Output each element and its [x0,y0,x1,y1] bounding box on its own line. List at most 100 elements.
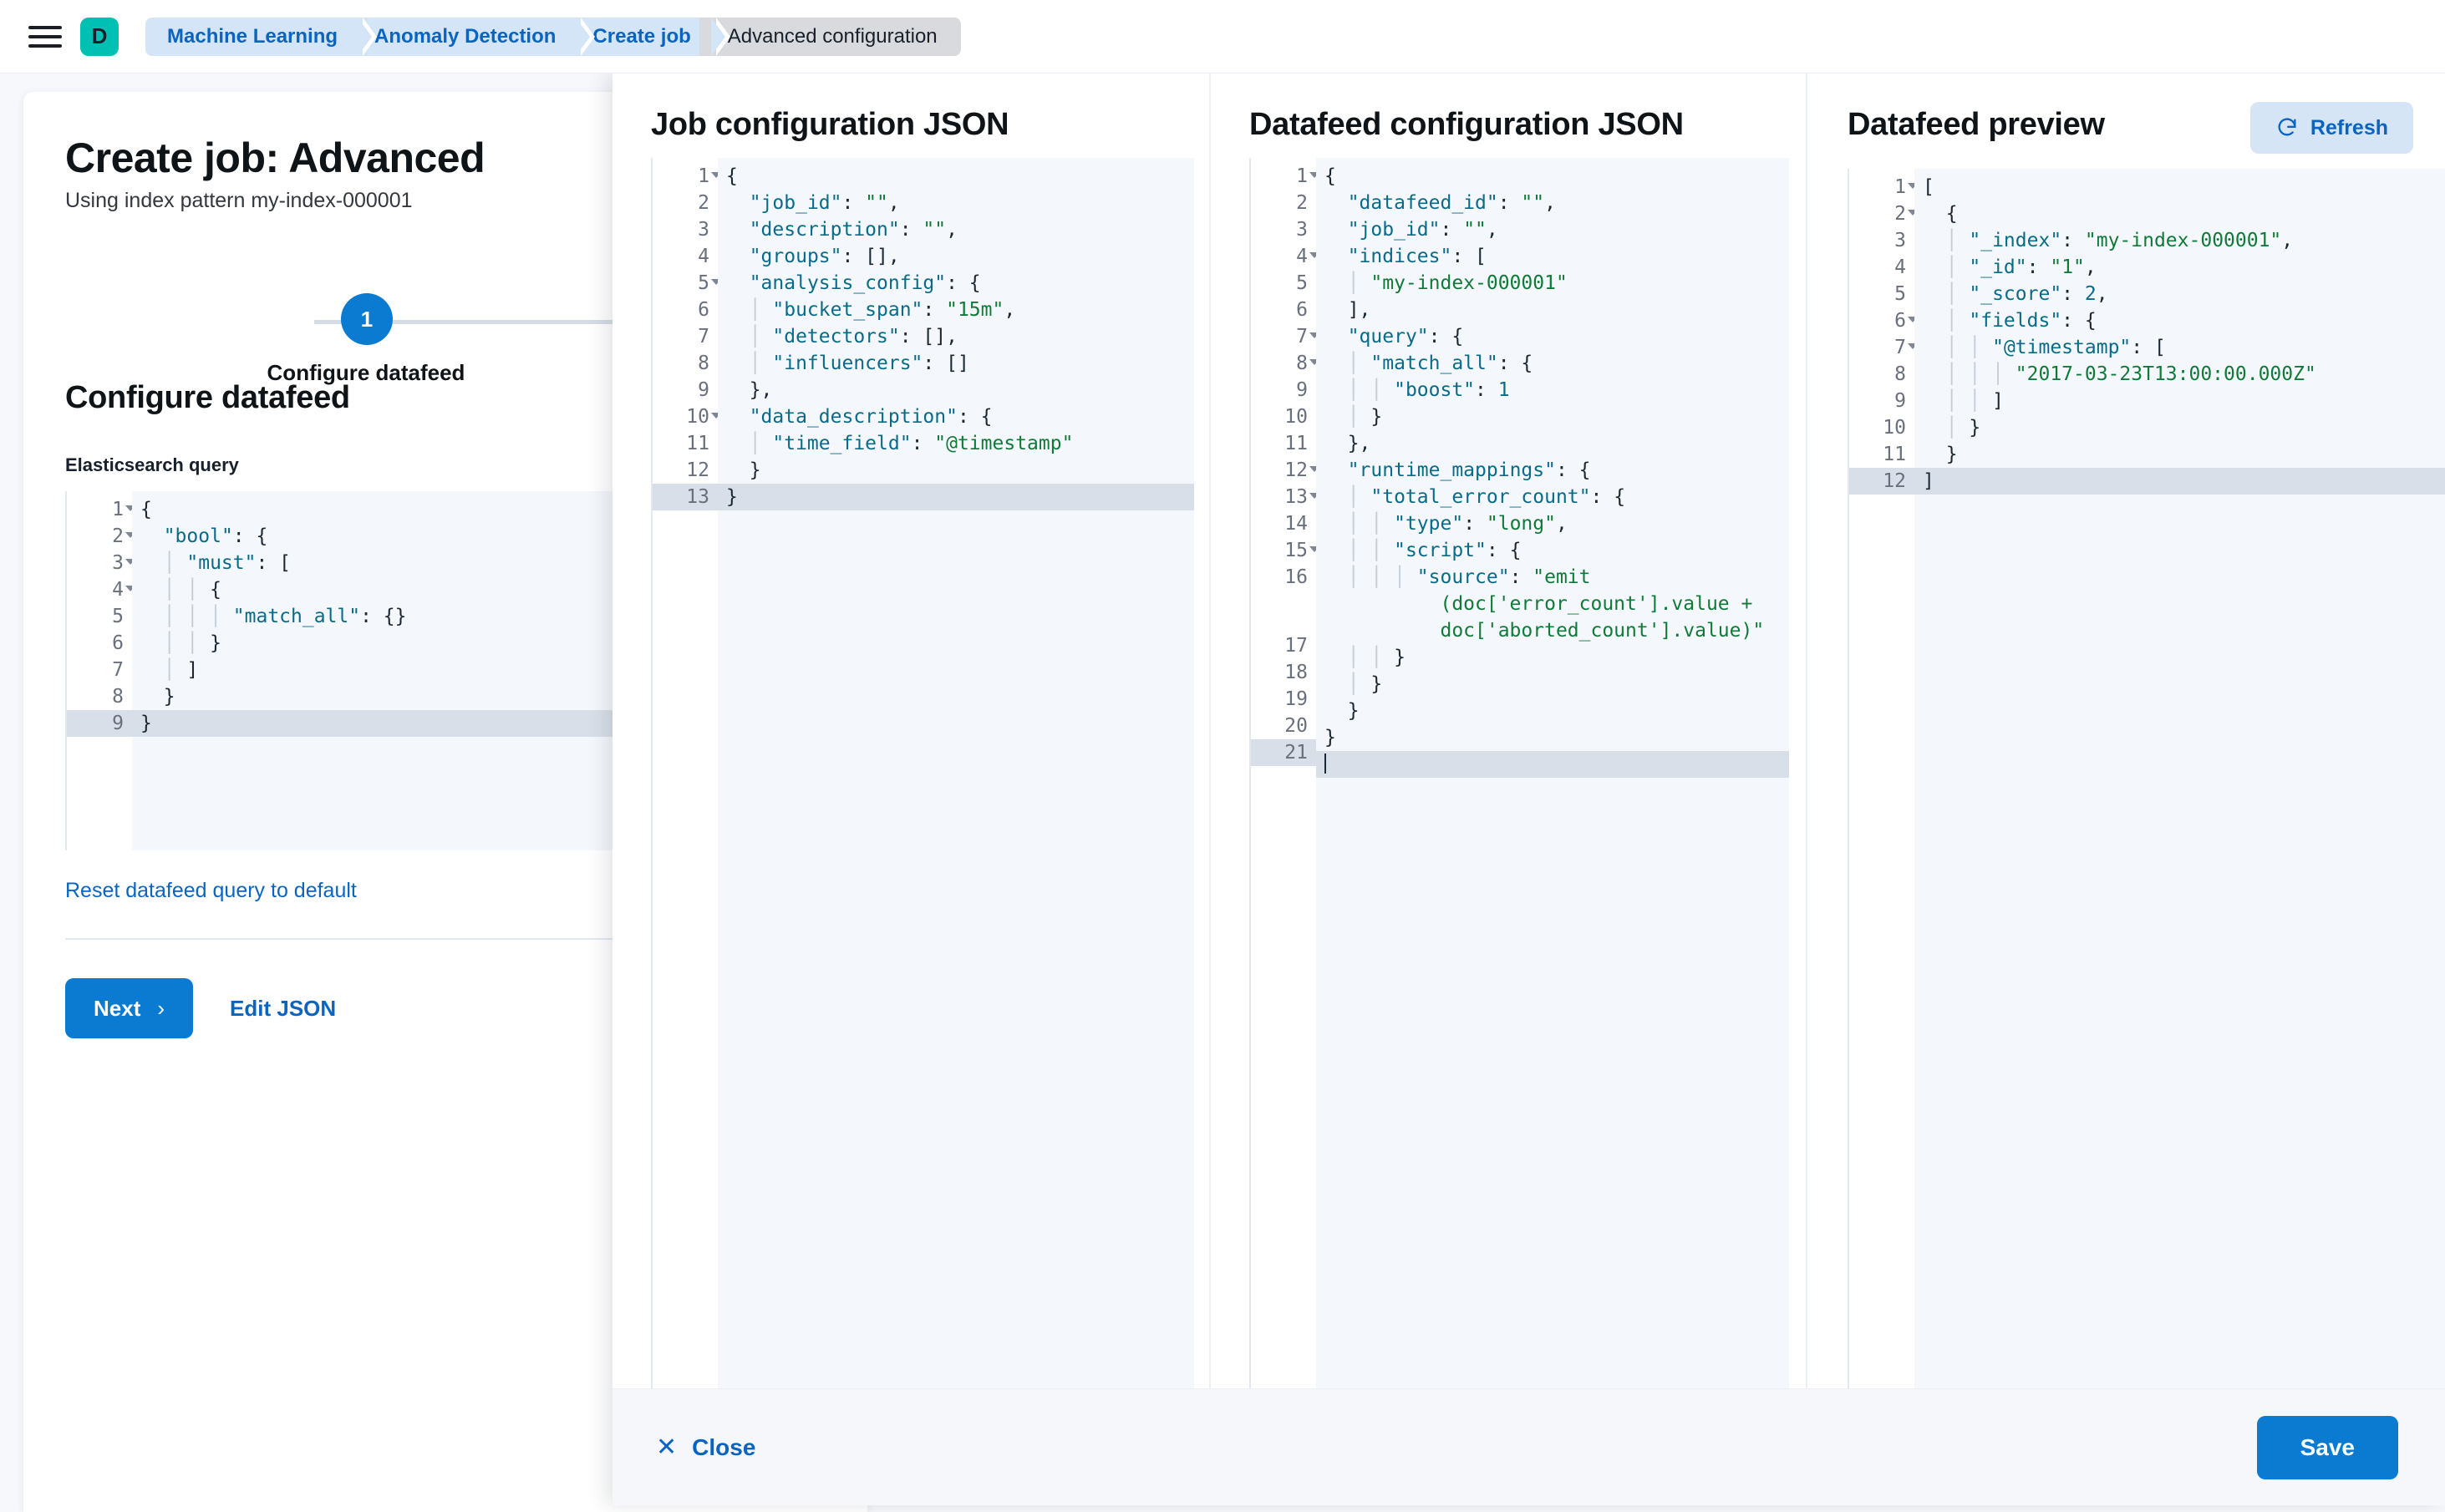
close-icon: ✕ [656,1433,678,1461]
code-line[interactable]: "indices": [ [1347,246,1487,267]
code-line[interactable]: [ [1923,176,1934,198]
chevron-down-icon[interactable] [1908,317,1918,322]
code-line[interactable]: │ │ │ "source": "emit (doc['error_count'… [1324,566,1765,642]
code-line[interactable]: │ "detectors": [], [726,326,958,348]
code-line[interactable]: │ │ } [1324,647,1405,668]
chevron-down-icon[interactable] [1908,343,1918,349]
code-line[interactable]: │ "influencers": [] [726,353,969,374]
editor-content[interactable]: { "bool": { │ "must": [ │ │ { │ │ │ "mat… [132,491,667,850]
code-line[interactable]: } [718,484,1194,510]
code-line[interactable]: "datafeed_id": "", [1347,192,1556,214]
reset-datafeed-query-link[interactable]: Reset datafeed query to default [65,879,357,902]
chevron-down-icon[interactable] [1908,210,1918,216]
chevron-down-icon[interactable] [125,559,135,565]
code-line[interactable]: } [726,459,761,481]
line-number: 12 [686,459,709,481]
code-line[interactable]: }, [1324,433,1371,454]
chevron-down-icon[interactable] [1309,493,1319,499]
editor-content[interactable]: { "datafeed_id": "", "job_id": "", "indi… [1316,158,1789,1388]
chevron-down-icon[interactable] [1309,252,1319,258]
code-line[interactable]: │ "fields": { [1923,310,2097,332]
line-number: 9 [1296,379,1308,401]
code-line[interactable]: { [1923,203,1958,225]
refresh-button[interactable]: Refresh [2249,102,2413,154]
code-line[interactable]: "query": { [1347,326,1464,348]
code-line[interactable]: │ │ "boost": 1 [1324,379,1510,401]
code-line[interactable]: │ ] [140,659,199,681]
code-line[interactable]: "groups": [], [749,246,900,267]
hamburger-icon[interactable] [28,20,62,53]
code-line[interactable]: │ │ │ "2017-03-23T13:00:00.000Z" [1923,363,2316,385]
chevron-down-icon[interactable] [1908,183,1918,189]
code-line[interactable]: } [1923,444,1958,465]
code-line[interactable]: │ │ ] [1923,390,2004,412]
code-line[interactable]: "bool": { [163,525,268,547]
chevron-down-icon[interactable] [1309,359,1319,365]
editor-content[interactable]: { "job_id": "", "description": "", "grou… [718,158,1194,1388]
chevron-down-icon[interactable] [711,172,721,178]
code-line[interactable]: │ │ "script": { [1324,540,1522,561]
editor-content[interactable]: [ { │ "_index": "my-index-000001", │ "_i… [1914,169,2445,1388]
code-line[interactable]: │ │ "type": "long", [1324,513,1568,535]
chevron-down-icon[interactable] [1309,332,1319,338]
line-number: 5 [1894,283,1906,305]
code-line[interactable]: } [1324,727,1336,748]
code-line[interactable]: "data_description": { [749,406,993,428]
chevron-down-icon[interactable] [1309,546,1319,552]
code-line[interactable]: │ │ "@timestamp": [ [1923,337,2166,358]
chevron-down-icon[interactable] [711,279,721,285]
chevron-down-icon[interactable] [711,413,721,419]
code-line[interactable]: } [1324,700,1360,722]
code-line[interactable]: │ } [1324,673,1383,695]
next-button[interactable]: Next › [65,978,194,1038]
chevron-down-icon[interactable] [1309,172,1319,178]
chevron-down-icon[interactable] [125,586,135,591]
code-line[interactable]: "job_id": "", [1347,219,1498,241]
code-line[interactable]: │ "time_field": "@timestamp" [726,433,1074,454]
breadcrumb-item-machine-learning[interactable]: Machine Learning [145,17,378,56]
code-line[interactable]: │ "match_all": { [1324,353,1533,374]
line-number: 8 [1894,363,1906,385]
code-line[interactable]: "runtime_mappings": { [1347,459,1591,481]
code-line[interactable]: "description": "", [749,219,958,241]
code-line[interactable]: "analysis_config": { [749,272,981,294]
code-line[interactable]: } [132,710,667,737]
space-avatar[interactable]: D [80,17,119,56]
code-line[interactable]: { [140,499,152,520]
code-line[interactable]: │ │ { [140,579,221,601]
code-line[interactable]: { [726,165,738,187]
code-line[interactable]: │ │ } [140,632,221,654]
code-line[interactable]: │ "_id": "1", [1923,256,2097,278]
code-line[interactable]: } [140,686,175,708]
edit-json-button[interactable]: Edit JSON [230,995,337,1021]
breadcrumb-item-anomaly-detection[interactable]: Anomaly Detection [346,17,596,56]
code-line[interactable]: "job_id": "", [749,192,900,214]
code-line[interactable]: ] [1914,468,2445,495]
code-line[interactable]: │ "must": [ [140,552,292,574]
code-line[interactable]: │ "my-index-000001" [1324,272,1568,294]
code-line[interactable]: ], [1324,299,1371,321]
code-line[interactable]: │ } [1923,417,1981,439]
code-line[interactable]: │ "total_error_count": { [1324,486,1626,508]
save-button[interactable]: Save [2256,1415,2398,1479]
close-button[interactable]: ✕ Close [656,1433,755,1462]
chevron-down-icon[interactable] [125,532,135,538]
code-line[interactable]: }, [726,379,773,401]
code-line[interactable]: { [1324,165,1336,187]
chevron-down-icon[interactable] [125,505,135,511]
elasticsearch-query-label: Elasticsearch query [65,454,239,475]
code-line[interactable] [1316,751,1789,778]
stepper-step-1[interactable]: 1 [341,293,393,345]
chevron-down-icon[interactable] [1309,466,1319,472]
code-line[interactable]: │ "bucket_span": "15m", [726,299,1016,321]
code-line[interactable]: │ "_index": "my-index-000001", [1923,230,2294,251]
code-line[interactable]: │ "_score": 2, [1923,283,2108,305]
code-line[interactable]: │ │ │ "match_all": {} [140,606,407,627]
code-line[interactable]: │ } [1324,406,1383,428]
